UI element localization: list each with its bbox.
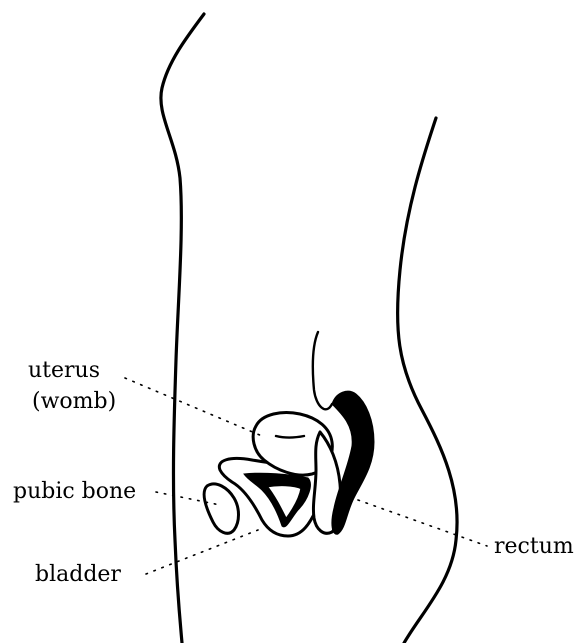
- rectum-label: rectum: [494, 535, 574, 559]
- rectum-leader-line: [358, 500, 487, 546]
- front-body-outline: [161, 14, 204, 643]
- uterus-label: uterus: [28, 359, 100, 383]
- bladder-leader-line: [146, 530, 258, 574]
- back-body-outline: [398, 118, 458, 643]
- colon-line: [313, 332, 332, 409]
- bladder-label: bladder: [35, 563, 121, 587]
- uterus-leader-line: [125, 378, 262, 436]
- womb-label: (womb): [32, 390, 116, 414]
- rectum-shape: [332, 391, 374, 534]
- pubic-bone-label: pubic bone: [13, 480, 136, 504]
- pubic-bone-shape: [204, 484, 238, 533]
